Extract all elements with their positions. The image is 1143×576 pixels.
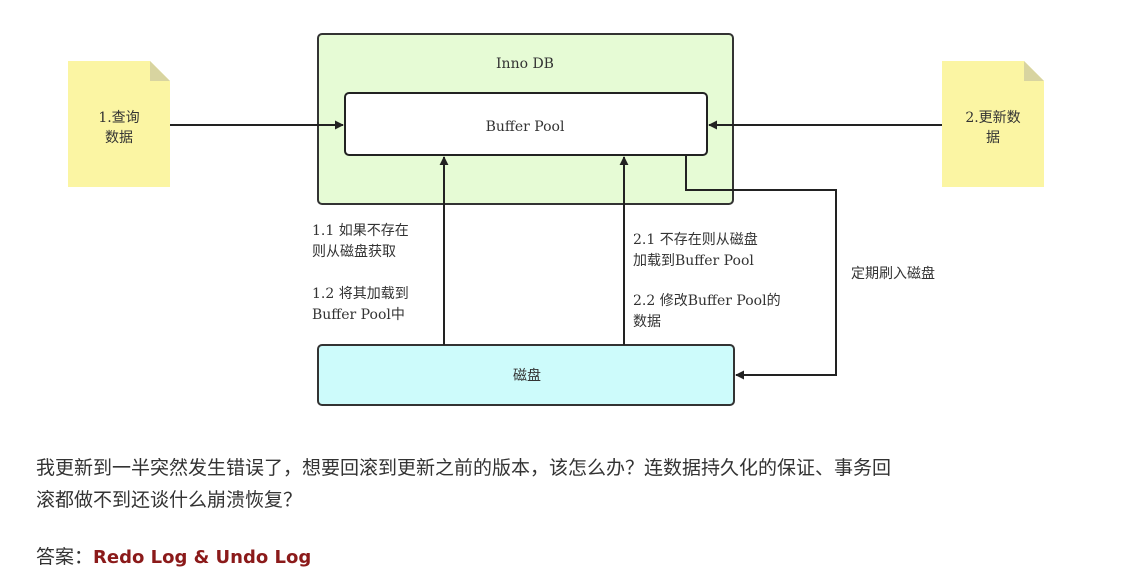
label-1-2-line1: 1.2 将其加载到	[312, 286, 409, 302]
innodb-buffer-pool-diagram: Inno DB Buffer Pool 磁盘 1.查询 数据 2.更新数 据 1…	[68, 33, 1044, 406]
innodb-label: Inno DB	[496, 56, 554, 72]
label-1-2-line2: Buffer Pool中	[312, 307, 405, 323]
label-2-2-line2: 数据	[633, 314, 661, 330]
question-paragraph: 我更新到一半突然发生错误了，想要回滚到更新之前的版本，该怎么办？连数据持久化的保…	[36, 452, 1116, 516]
label-flush: 定期刷入磁盘	[851, 265, 935, 282]
query-note-line1: 1.查询	[98, 110, 139, 126]
update-note-line1: 2.更新数	[965, 110, 1020, 126]
label-2-1-line1: 2.1 不存在则从磁盘	[633, 231, 758, 248]
buffer-pool-label: Buffer Pool	[486, 119, 565, 135]
query-note-line2: 数据	[105, 130, 133, 146]
label-2-2-line1: 2.2 修改Buffer Pool的	[633, 293, 781, 309]
label-2-1-line2: 加载到Buffer Pool	[633, 253, 754, 269]
update-data-note: 2.更新数 据	[942, 61, 1044, 187]
label-1-1-line1: 1.1 如果不存在	[312, 223, 409, 239]
buffer-pool-box	[344, 92, 708, 156]
answer-prefix: 答案：	[36, 546, 94, 568]
update-note-line2: 据	[986, 130, 1000, 146]
label-1-1-line2: 则从磁盘获取	[312, 243, 396, 260]
flush-arrow	[685, 155, 837, 380]
question-line-2: 滚都做不到还谈什么崩溃恢复？	[36, 489, 303, 511]
disk-box	[317, 344, 735, 406]
question-line-1: 我更新到一半突然发生错误了，想要回滚到更新之前的版本，该怎么办？连数据持久化的保…	[36, 457, 892, 479]
answer-line: 答案：Redo Log & Undo Log	[36, 541, 311, 574]
query-data-note: 1.查询 数据	[68, 61, 170, 187]
disk-label: 磁盘	[513, 367, 541, 384]
answer-value: Redo Log & Undo Log	[93, 547, 312, 568]
